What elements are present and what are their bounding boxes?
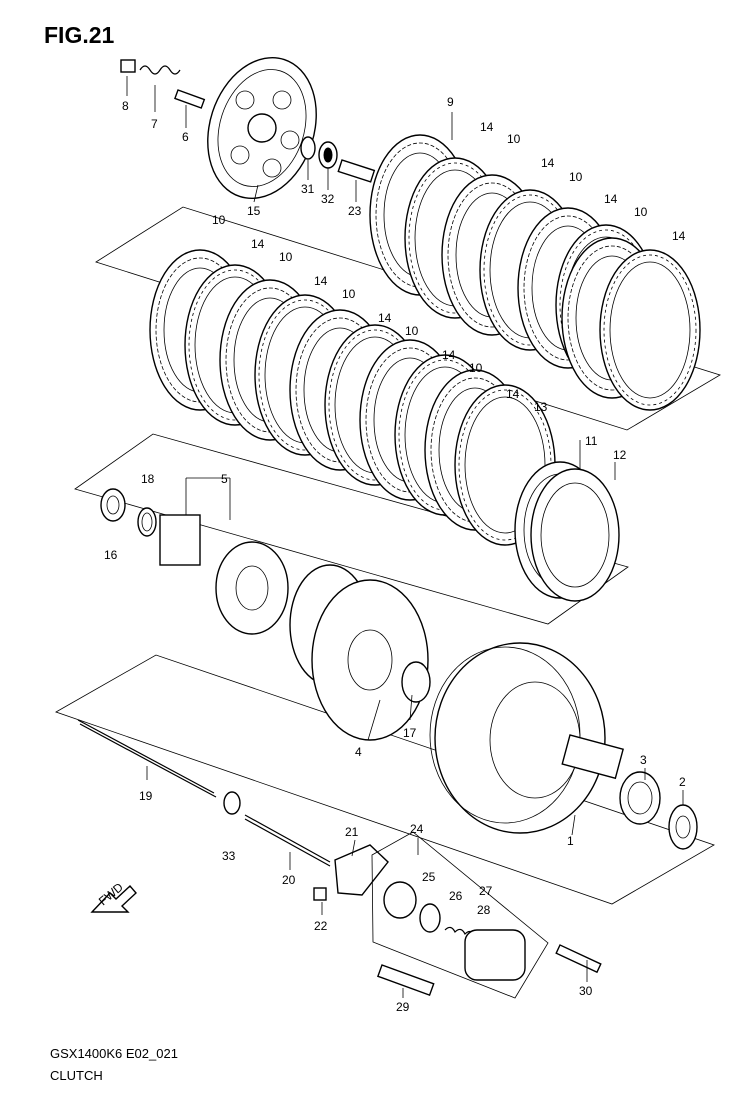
model-code-label: GSX1400K6 E02_021 (50, 1046, 178, 1061)
callout-25: 25 (422, 870, 436, 884)
callout-31: 31 (301, 182, 315, 196)
callout-22: 22 (314, 919, 328, 933)
callout-9: 9 (447, 95, 454, 109)
callout-12: 12 (613, 448, 627, 462)
release-cylinder-parts (376, 881, 602, 996)
callout-2: 2 (679, 775, 686, 789)
spring-bolt-assembly (120, 59, 206, 109)
callout-14-h: 14 (442, 348, 456, 362)
clutch-hub (289, 564, 431, 741)
release-cylinder-box (371, 831, 549, 999)
callout-19: 19 (139, 789, 153, 803)
figure-title: FIG.21 (44, 22, 115, 48)
callout-10-b: 10 (569, 170, 583, 184)
callout-32: 32 (321, 192, 335, 206)
callout-14-f: 14 (314, 274, 328, 288)
push-rods (77, 719, 331, 867)
callout-16: 16 (104, 548, 118, 562)
callout-10-a: 10 (507, 132, 521, 146)
callout-27: 27 (479, 884, 493, 898)
callout-10-c: 10 (634, 205, 648, 219)
clutch-assembly-box (55, 654, 715, 905)
callout-29: 29 (396, 1000, 410, 1014)
callout-23: 23 (348, 204, 362, 218)
callout-10-d: 10 (212, 213, 226, 227)
fwd-arrow: FWD (90, 880, 137, 913)
callout-14-b: 14 (541, 156, 555, 170)
section-name-label: CLUTCH (50, 1068, 103, 1083)
bearing-assembly (300, 136, 376, 183)
callout-4: 4 (355, 745, 362, 759)
callout-13: 13 (534, 400, 548, 414)
release-cover (313, 844, 389, 901)
callout-14-c: 14 (604, 192, 618, 206)
callout-14-d: 14 (672, 229, 686, 243)
callout-10-f: 10 (342, 287, 356, 301)
callout-26: 26 (449, 889, 463, 903)
callout-14-i: 14 (506, 387, 520, 401)
callout-14-e: 14 (251, 237, 265, 251)
callout-18: 18 (141, 472, 155, 486)
callout-10-g: 10 (405, 324, 419, 338)
nut-washer-damper (100, 488, 289, 635)
callout-33: 33 (222, 849, 236, 863)
callout-15: 15 (247, 204, 261, 218)
leader-lines (126, 76, 684, 998)
callout-7: 7 (151, 117, 158, 131)
callout-8: 8 (122, 99, 129, 113)
callout-1: 1 (567, 834, 574, 848)
callout-5: 5 (221, 472, 228, 486)
needle-bearing-and-washer (619, 771, 698, 850)
callout-10-e: 10 (279, 250, 293, 264)
callout-11: 11 (585, 434, 598, 448)
callout-20: 20 (282, 873, 296, 887)
callout-21: 21 (345, 825, 359, 839)
clutch-housing (429, 642, 624, 834)
callout-30: 30 (579, 984, 593, 998)
callout-10-h: 10 (469, 361, 483, 375)
callout-28: 28 (477, 903, 491, 917)
callout-6: 6 (182, 130, 189, 144)
callout-24: 24 (410, 822, 424, 836)
callout-14-a: 14 (480, 120, 494, 134)
callout-17: 17 (403, 726, 417, 740)
plate-pack-box-lower (74, 433, 629, 625)
spring-and-seat (514, 461, 620, 602)
callout-3: 3 (640, 753, 647, 767)
callout-14-g: 14 (378, 311, 392, 325)
